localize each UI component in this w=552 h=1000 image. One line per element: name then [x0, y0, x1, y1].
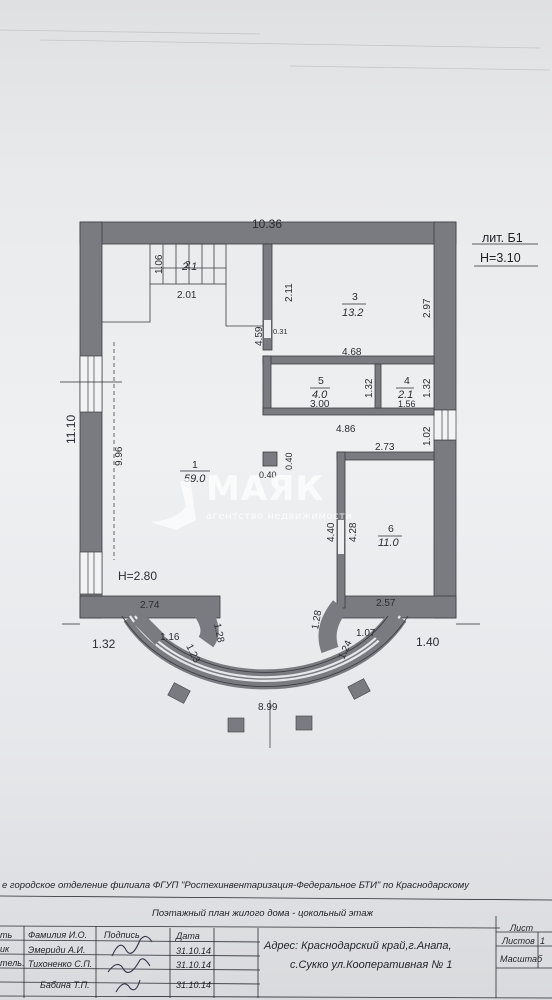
row-3-date: 31.10.14 [176, 980, 211, 990]
litera-height: H=3.10 [480, 251, 521, 265]
sheets-value: 1 [540, 936, 545, 946]
watermark-tagline: агентство недвижимости [206, 511, 352, 522]
dim-left: 11.10 [64, 415, 78, 444]
stair [102, 243, 263, 327]
row-label-1: ть [0, 930, 12, 940]
room-3-area: 13.2 [342, 307, 363, 319]
room-4-area: 2.1 [397, 389, 413, 401]
room-5-area: 4.0 [312, 389, 328, 401]
dimension-lines [60, 243, 538, 748]
room-3-number: 3 [352, 291, 358, 303]
row-2-name: Тихоненко С.П. [28, 959, 92, 969]
row-label-3: тель. [0, 958, 25, 968]
address-line-2: с.Сукко ул.Кооперативная № 1 [290, 959, 452, 971]
dim-bay-l2: 1.16 [160, 632, 180, 643]
dim-room6-top: 2.73 [375, 442, 395, 453]
row-1-name: Эмериди А.И. [28, 945, 85, 955]
room-4-number: 4 [404, 375, 410, 387]
col-sign: Подпись [104, 930, 140, 940]
sheet-title: Поэтажный план жилого дома - цокольный э… [152, 908, 374, 919]
dim-459: 4.59 [254, 326, 265, 346]
outer-walls [79, 221, 457, 619]
dimensions: 10.36 11.10 9.96 1.06 2.01 2.11 4.59 0.3… [64, 217, 440, 713]
dim-bottom-left: 2.74 [140, 600, 160, 611]
dim-col-040b: 0.40 [284, 452, 294, 470]
lighthouse-logo-icon [150, 478, 196, 530]
dim-room3-side: 2.97 [422, 298, 433, 318]
dim-stair-h: 1.06 [154, 254, 165, 274]
dim-bay-span: 8.99 [258, 702, 278, 713]
watermark-brand: МАЯК [206, 469, 324, 509]
dim-inner-left: 9.96 [114, 446, 125, 466]
col-surname: Фамилия И.О. [28, 930, 87, 940]
dim-room6-left-inner: 4.28 [348, 522, 359, 542]
title-block: е городское отделение филиала ФГУП "Рост… [0, 880, 552, 999]
dim-top: 10.36 [252, 217, 282, 231]
dim-corner-right: 1.40 [416, 635, 440, 649]
watermark: МАЯК агентство недвижимости [150, 469, 352, 530]
room-2-number: 2 [185, 259, 191, 271]
dim-bay-r2: 1.07 [356, 628, 376, 639]
room-height: H=2.80 [118, 569, 157, 583]
dim-468: 4.68 [342, 347, 362, 358]
dim-room6-left-outer: 4.40 [326, 522, 337, 542]
sheet-label: Лист [509, 923, 534, 933]
dim-room5-w: 3.00 [310, 399, 330, 410]
room-2-area: 2.1 [181, 261, 197, 273]
col-date: Дата [175, 931, 200, 941]
room-6-number: 6 [388, 523, 394, 535]
room-5-number: 5 [318, 375, 324, 387]
row-1-date: 31.10.14 [176, 946, 211, 956]
dim-bottom-right: 2.57 [376, 598, 396, 609]
row-label-2: ик [0, 944, 10, 954]
dim-col-040a: 0.40 [259, 470, 277, 480]
room-1-number: 1 [192, 459, 198, 471]
dim-031: 0.31 [273, 327, 288, 336]
litera-label: лит. Б1 [482, 231, 523, 245]
litera-block: лит. Б1 H=3.10 [480, 231, 523, 265]
room-6-area: 11.0 [378, 537, 399, 549]
scale-label: Масштаб [500, 954, 543, 964]
sheets-label: Листов [501, 936, 535, 946]
left-windows [79, 355, 103, 595]
dim-room4-h: 1.32 [422, 378, 433, 398]
dim-486: 4.86 [336, 424, 356, 435]
dim-room5-h: 1.32 [364, 378, 375, 398]
dim-room3-h: 2.11 [284, 283, 295, 302]
dim-102: 1.02 [422, 426, 433, 446]
dim-bay-r1: 1.28 [310, 609, 324, 631]
address-line-1: Адрес: Краснодарский край,г.Анапа, [263, 940, 452, 952]
dim-corner-left: 1.32 [92, 637, 116, 651]
org-line: е городское отделение филиала ФГУП "Рост… [2, 880, 470, 891]
dim-stair-w: 2.01 [177, 290, 197, 301]
dim-room4-w: 1.56 [398, 399, 416, 409]
row-3-name: Бабина Т.П. [40, 980, 90, 990]
signatures [107, 935, 153, 993]
interior-openings [264, 320, 344, 554]
room-labels: 2 2.1 3 13.2 5 4.0 4 2.1 1 59.0 6 11.0 [180, 259, 414, 549]
right-door-opening [433, 409, 457, 441]
row-2-date: 31.10.14 [176, 960, 211, 970]
bay-window [121, 600, 409, 733]
dim-bay-l1: 1.28 [211, 622, 226, 644]
top-faint-lines [0, 29, 551, 71]
